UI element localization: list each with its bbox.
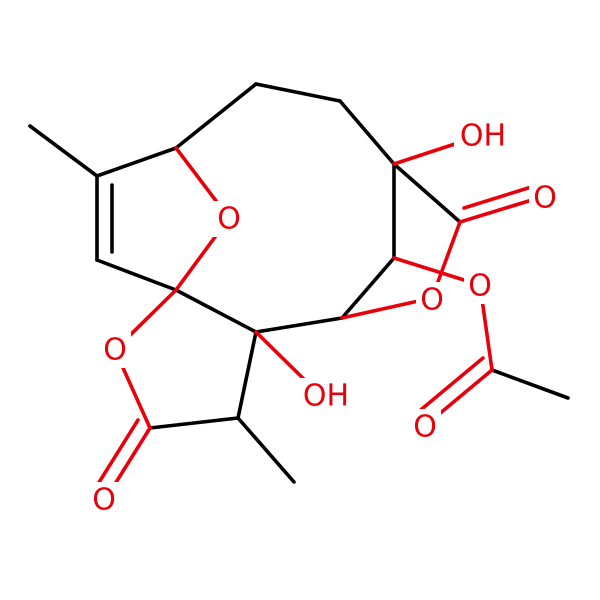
bond (415, 356, 485, 415)
label-backdrop (88, 482, 120, 518)
lactone-carbonyl-oxygen-label: O (92, 483, 116, 518)
label-backdrop (454, 118, 510, 154)
ether-oxygen-label: O (217, 202, 241, 237)
ring-oxygen-label: O (420, 283, 444, 318)
label-backdrop (529, 180, 561, 216)
bond (254, 316, 344, 334)
label-backdrop (298, 378, 354, 414)
label-backdrop (409, 409, 441, 445)
bond (490, 368, 570, 400)
bond (338, 99, 396, 166)
lactone-ring-oxygen-label: O (103, 333, 127, 368)
bond (254, 82, 342, 103)
bond (91, 418, 140, 494)
bond (392, 162, 462, 224)
bond (95, 258, 178, 292)
bond (236, 416, 296, 484)
carbonyl-oxygen-label: O (533, 181, 557, 216)
hydroxyl-label-top: OH (460, 119, 506, 154)
label-backdrop (99, 332, 131, 368)
label-backdrop (213, 201, 245, 237)
bond (174, 82, 258, 150)
bond (95, 146, 178, 178)
bond (340, 256, 396, 320)
bond (148, 416, 240, 430)
hydroxyl-label-bottom: OH (303, 379, 349, 414)
bond (236, 330, 258, 420)
bond (28, 124, 99, 178)
acetyl-carbonyl-oxygen-label: O (413, 410, 437, 445)
bond (174, 288, 258, 334)
atom-labels: OH O O O O O OH O O (88, 118, 561, 518)
label-backdrop (464, 268, 496, 304)
bond (462, 182, 543, 210)
label-backdrop (416, 282, 448, 318)
acetate-oxygen-label: O (468, 269, 492, 304)
